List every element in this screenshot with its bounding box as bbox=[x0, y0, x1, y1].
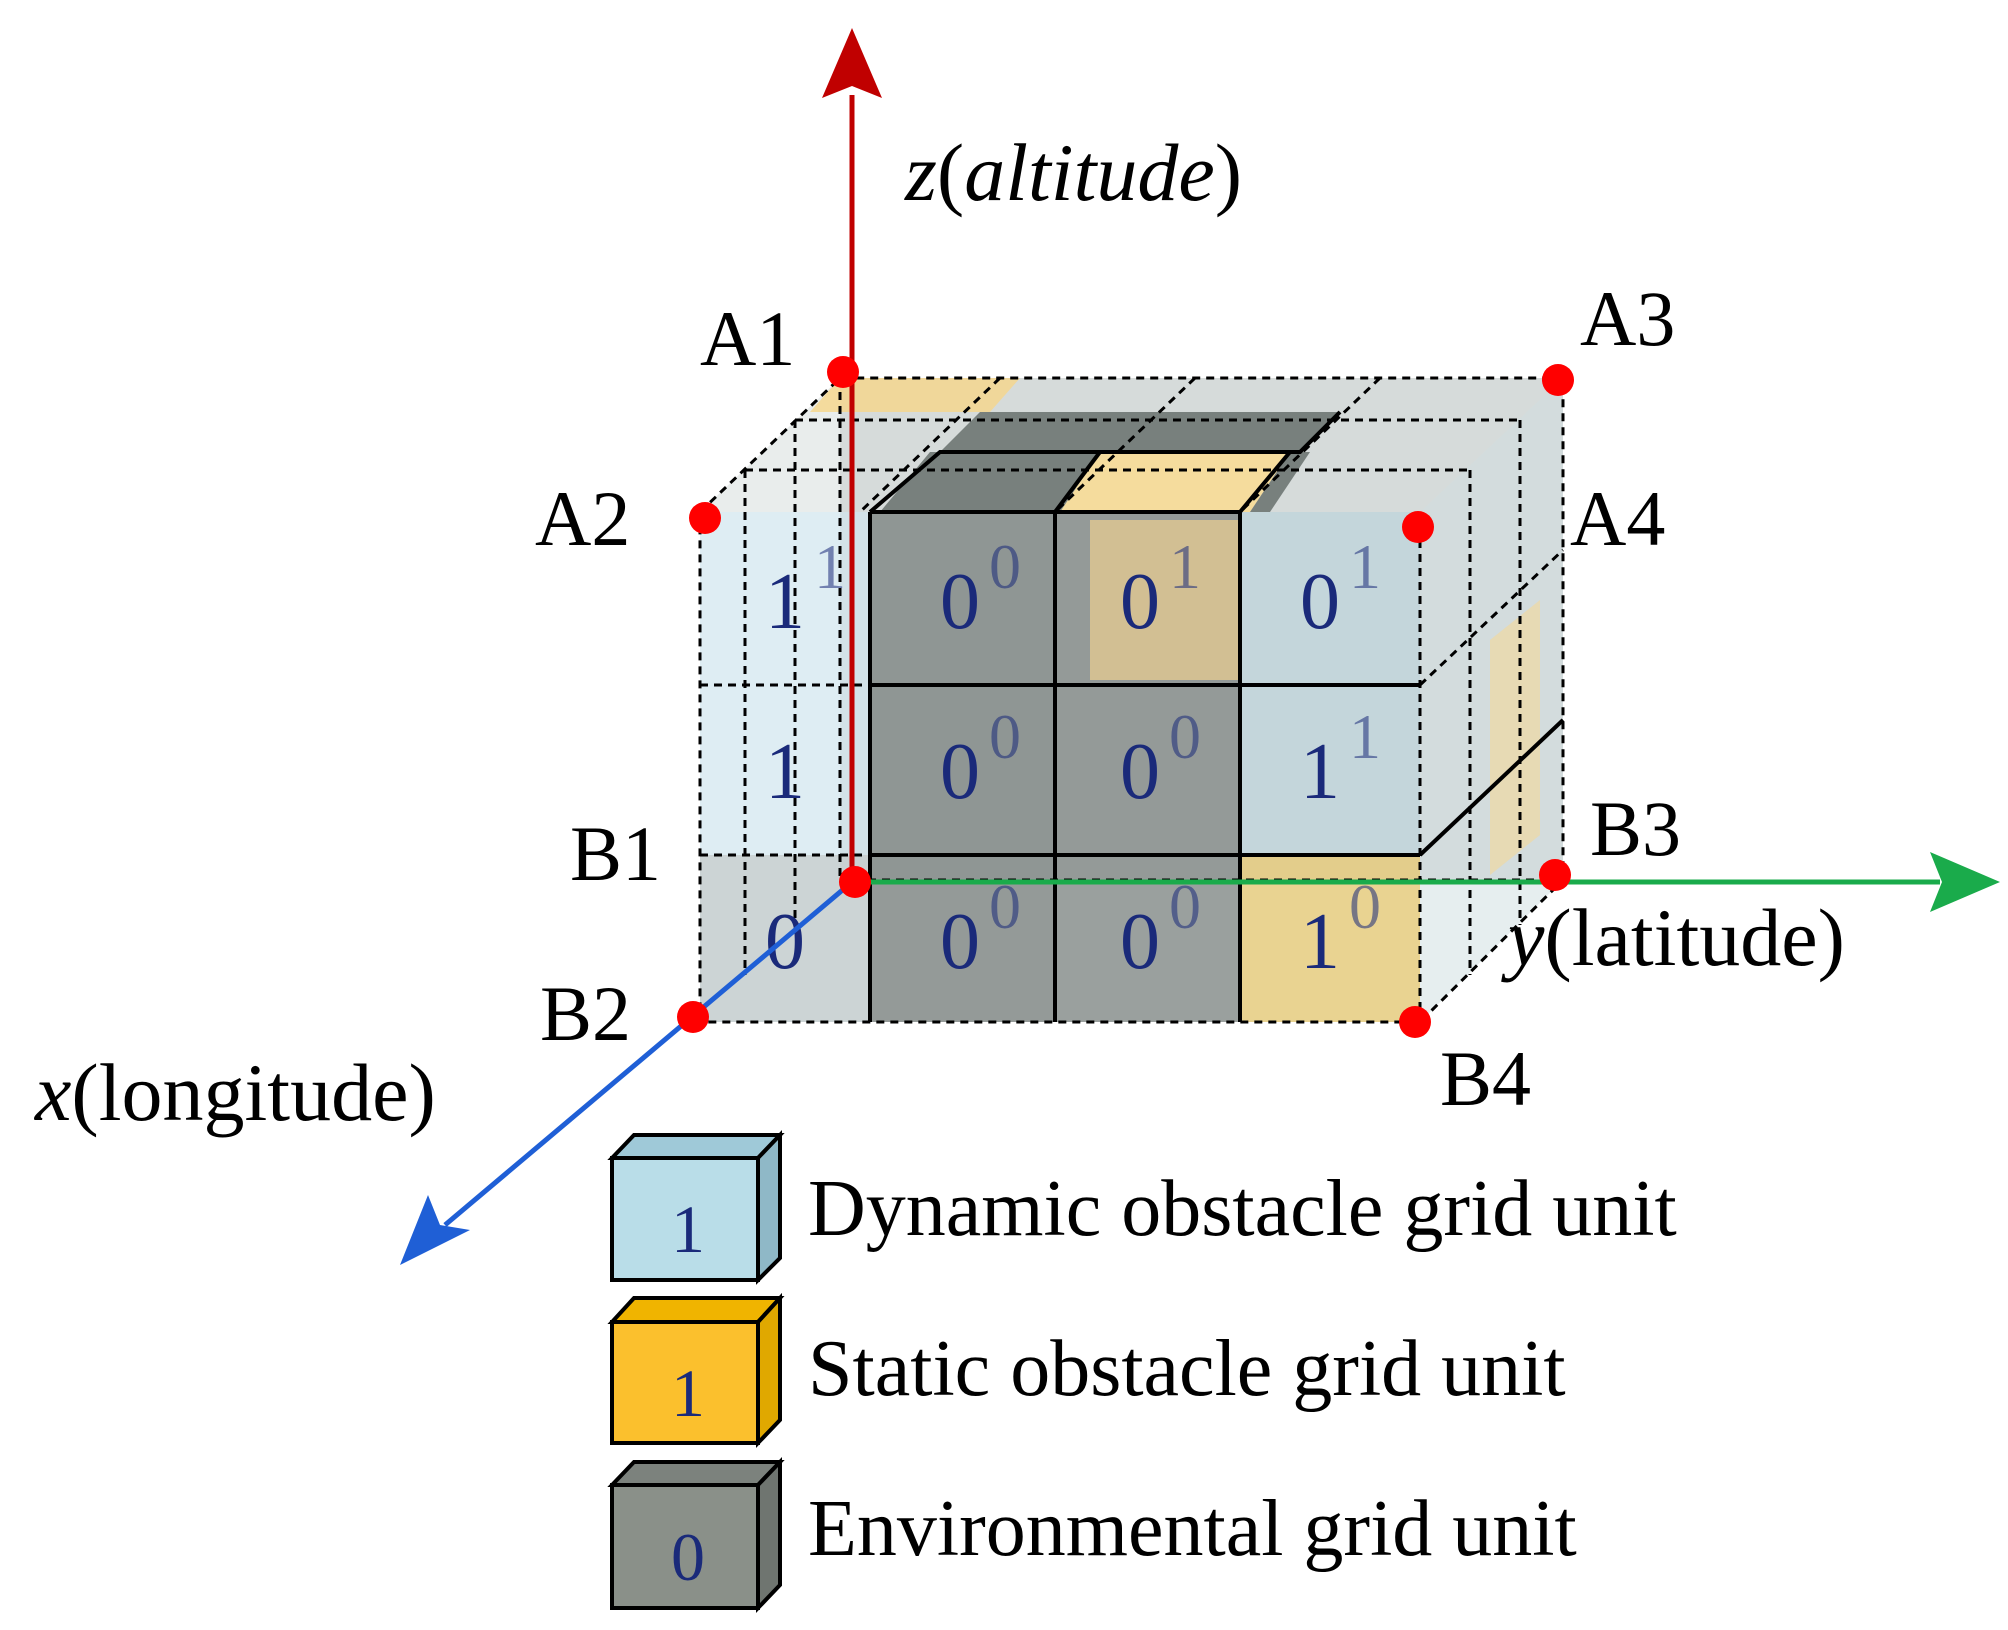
point-b1 bbox=[839, 866, 871, 898]
point-a2 bbox=[689, 502, 721, 534]
corner-points bbox=[677, 356, 1574, 1038]
label-b2: B2 bbox=[540, 970, 631, 1057]
label-a3: A3 bbox=[1580, 275, 1675, 362]
cell-value-back: 1 bbox=[1349, 531, 1381, 602]
cell-value-back: 1 bbox=[1349, 701, 1381, 772]
cell-value: 1 bbox=[765, 728, 805, 816]
axes bbox=[400, 28, 2000, 1265]
point-b3 bbox=[1539, 859, 1571, 891]
label-b4: B4 bbox=[1440, 1035, 1531, 1122]
point-b4 bbox=[1399, 1006, 1431, 1038]
cell-value-back: 1 bbox=[1169, 531, 1201, 602]
cell-value: 0 bbox=[1120, 558, 1160, 646]
cell-value: 0 bbox=[1120, 898, 1160, 986]
legend-value: 1 bbox=[671, 1191, 705, 1267]
point-a3 bbox=[1542, 364, 1574, 396]
label-b3: B3 bbox=[1590, 785, 1681, 872]
point-a4 bbox=[1402, 511, 1434, 543]
legend-label: Static obstacle grid unit bbox=[808, 1325, 1566, 1413]
label-a4: A4 bbox=[1570, 475, 1665, 562]
cell-value-back: 0 bbox=[1169, 701, 1201, 772]
dynamic-cube-icon bbox=[607, 1130, 785, 1285]
cell-value: 0 bbox=[940, 558, 980, 646]
y-axis-label: y(latitude) bbox=[1501, 892, 1845, 983]
cell-value: 0 bbox=[940, 728, 980, 816]
legend-item-static: 1 Static obstacle grid unit bbox=[607, 1292, 1566, 1448]
cell-value: 0 bbox=[1300, 558, 1340, 646]
cell-value: 0 bbox=[940, 898, 980, 986]
label-b1: B1 bbox=[570, 810, 661, 897]
cell-value-back: 0 bbox=[989, 531, 1021, 602]
cell-value: 1 bbox=[1300, 898, 1340, 986]
label-a1: A1 bbox=[700, 295, 795, 382]
x-axis bbox=[443, 880, 854, 1227]
static-cube-icon bbox=[607, 1292, 785, 1448]
label-a2: A2 bbox=[535, 475, 630, 562]
y-axis-arrowhead bbox=[1930, 852, 2000, 912]
legend: 1 Dynamic obstacle grid unit 1 Static ob… bbox=[607, 1130, 1677, 1613]
legend-value: 0 bbox=[671, 1519, 705, 1595]
legend-label: Dynamic obstacle grid unit bbox=[808, 1165, 1677, 1253]
cell-value-back: 0 bbox=[989, 701, 1021, 772]
cell-value-back: 1 bbox=[814, 531, 846, 602]
legend-value: 1 bbox=[671, 1355, 705, 1431]
point-b2 bbox=[677, 1001, 709, 1033]
cell-value: 1 bbox=[765, 558, 805, 646]
cell-value: 0 bbox=[1120, 728, 1160, 816]
environment-cube-icon bbox=[607, 1457, 785, 1613]
z-axis-label: z(altitude) bbox=[904, 127, 1242, 218]
legend-item-dynamic: 1 Dynamic obstacle grid unit bbox=[607, 1130, 1677, 1285]
cell-value: 1 bbox=[1300, 728, 1340, 816]
legend-label: Environmental grid unit bbox=[808, 1485, 1577, 1573]
x-axis-arrowhead bbox=[400, 1195, 470, 1265]
z-axis-arrowhead bbox=[822, 28, 882, 98]
cell-value: 0 bbox=[765, 898, 805, 986]
x-axis-label: x(longitude) bbox=[34, 1047, 436, 1138]
legend-item-environment: 0 Environmental grid unit bbox=[607, 1457, 1577, 1613]
point-labels: A1 A2 A3 A4 B1 B2 B3 B4 bbox=[535, 275, 1681, 1122]
point-a1 bbox=[827, 356, 859, 388]
cell-values: 1 0 0 0 1 0 0 1 0 0 0 1 1 0 1 1 0 0 1 0 … bbox=[765, 531, 1381, 986]
